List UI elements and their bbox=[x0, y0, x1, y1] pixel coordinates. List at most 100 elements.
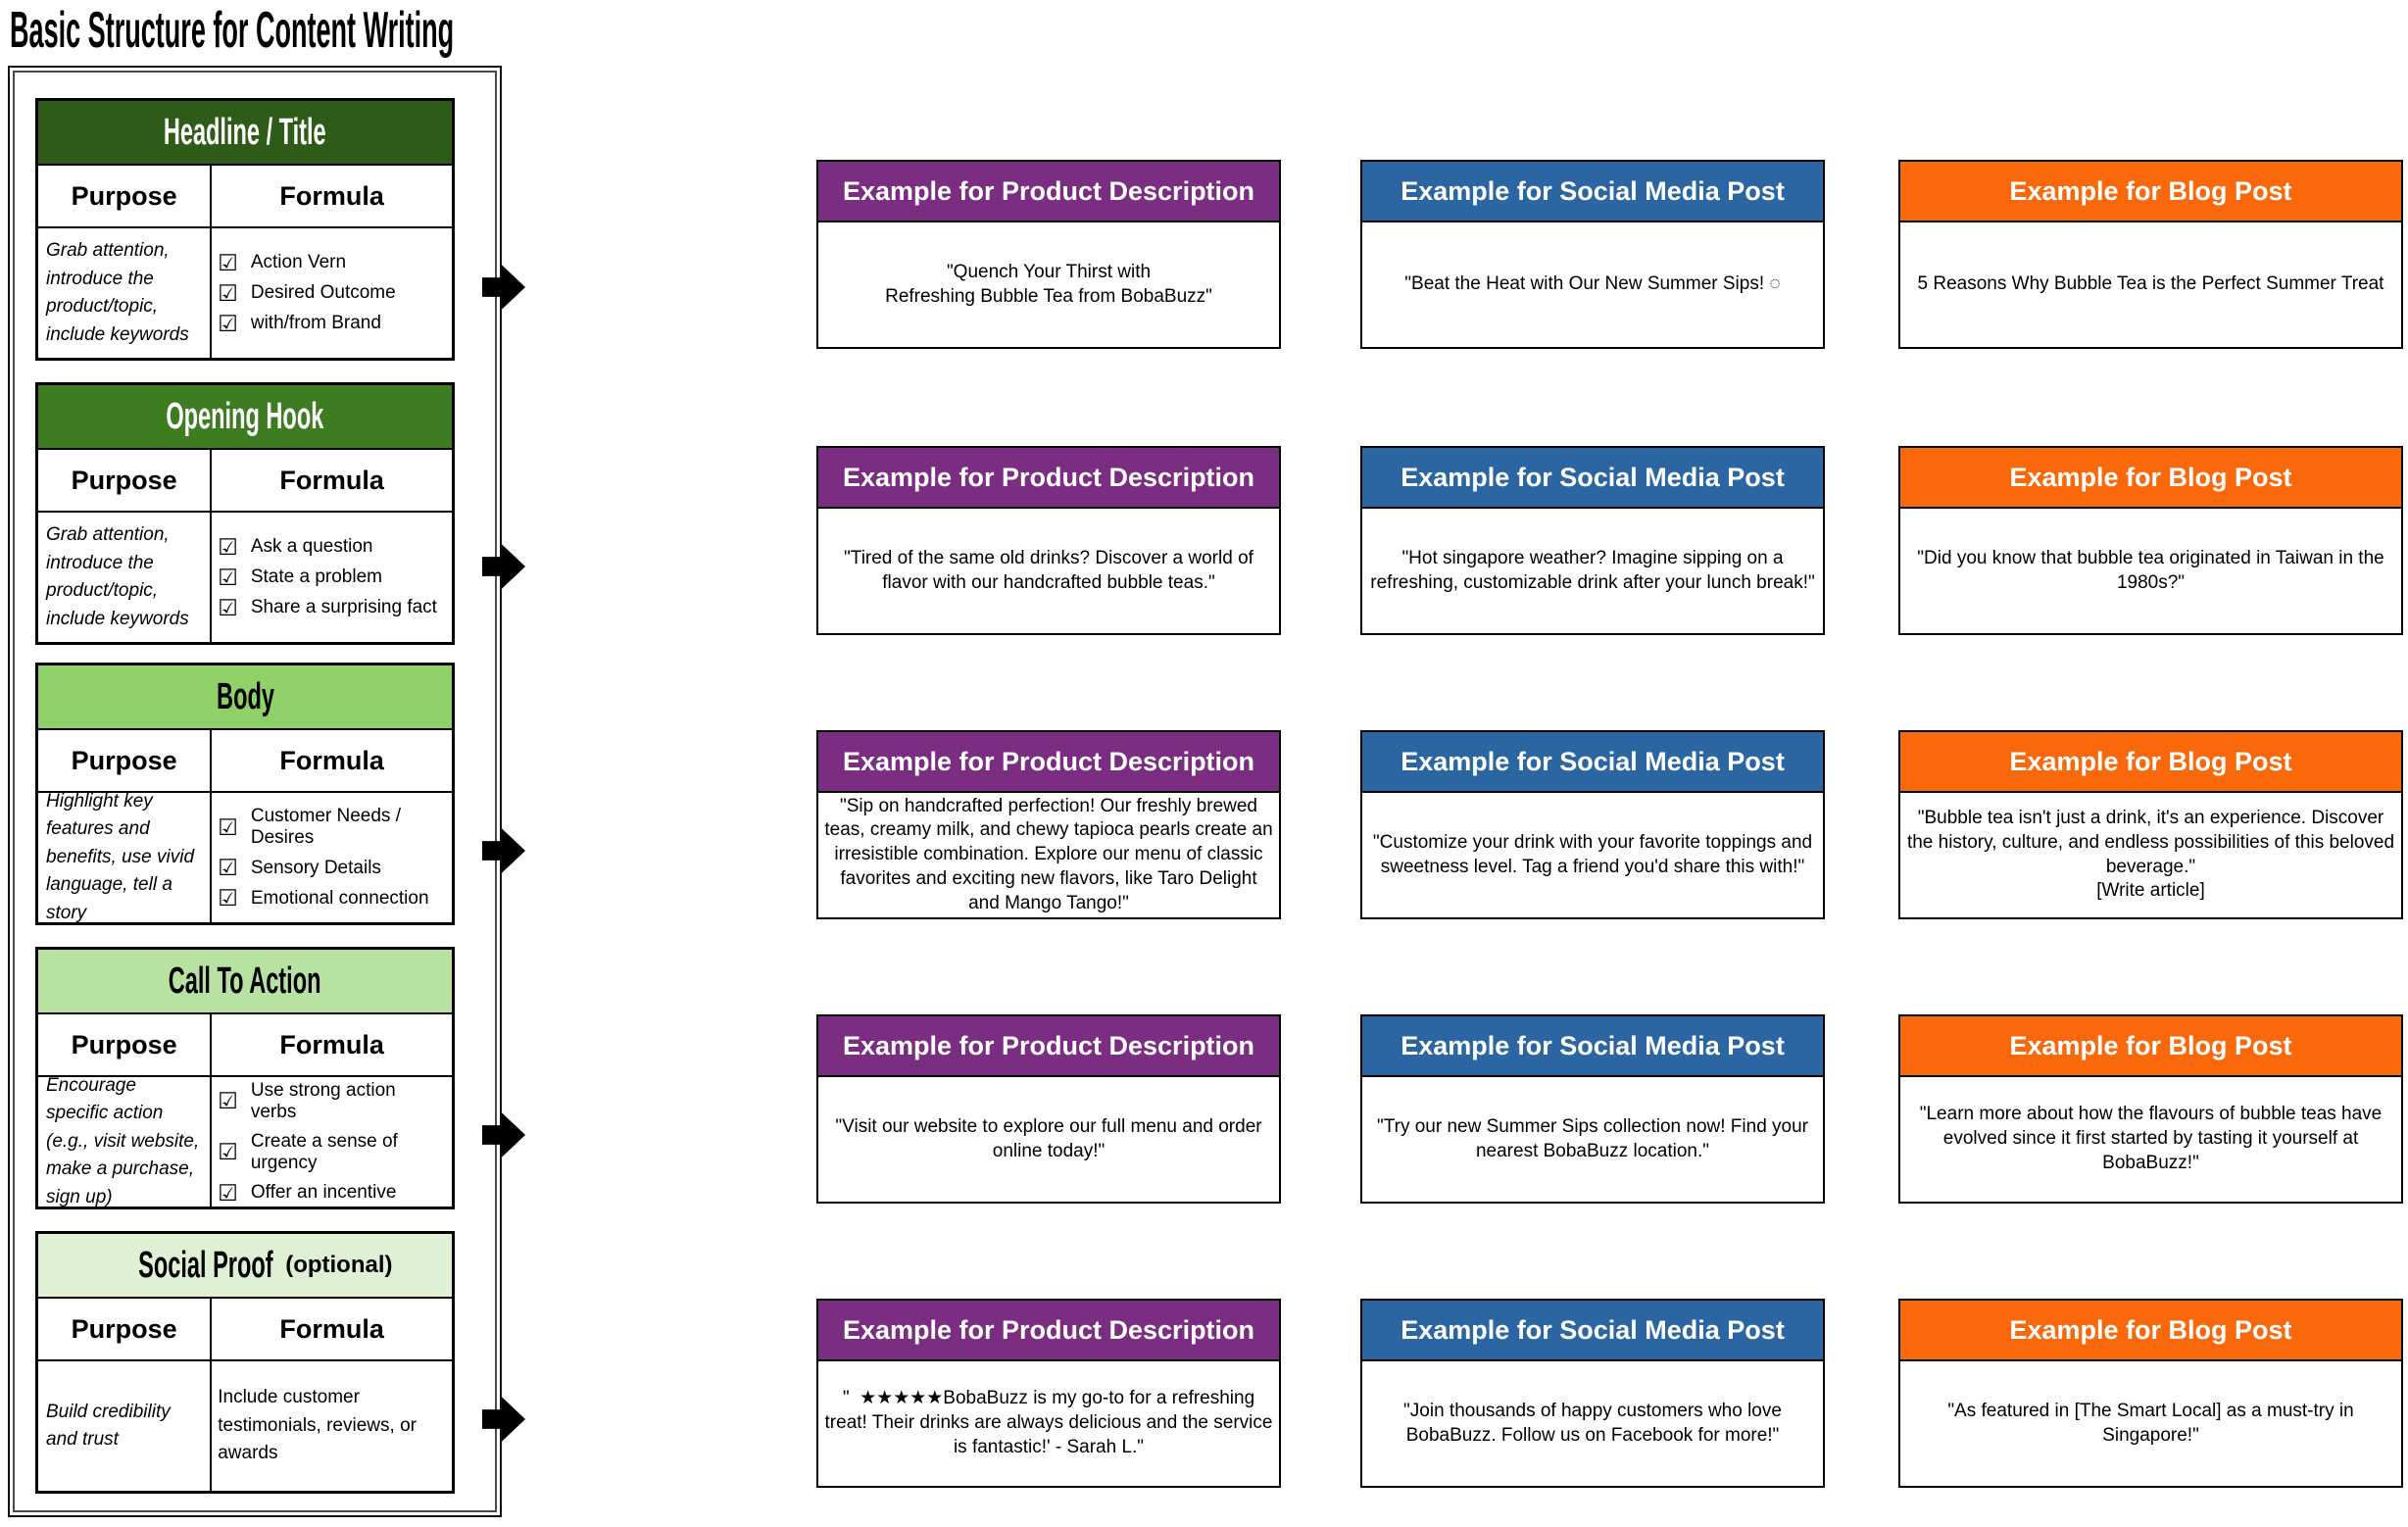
example-card-header: Example for Social Media Post bbox=[1360, 730, 1825, 793]
column-header-row: Purpose Formula bbox=[38, 1014, 452, 1077]
formula-item: ☑ Emotional connection bbox=[218, 887, 444, 910]
section-header: Call To Action bbox=[38, 950, 452, 1014]
formula-list: ☑ Use strong action verbs ☑ Create a sense… bbox=[212, 1077, 452, 1207]
example-card-body: "Learn more about how the flavours of bu… bbox=[1898, 1077, 2403, 1204]
section-header: Social Proof (optional) bbox=[38, 1234, 452, 1299]
example-card-body: "Join thousands of happy customers who l… bbox=[1360, 1361, 1825, 1488]
checkbox-icon: ☑ bbox=[218, 249, 238, 275]
checkbox-icon: ☑ bbox=[218, 1139, 238, 1164]
example-card-social-headline: Example for Social Media Post "Beat the … bbox=[1360, 160, 1825, 349]
example-card-header: Example for Product Description bbox=[816, 446, 1281, 509]
table-content-row: Build credibility and trust Include cust… bbox=[38, 1361, 452, 1491]
formula-item: ☑with/from Brand bbox=[218, 310, 444, 336]
example-card-header: Example for Product Description bbox=[816, 160, 1281, 222]
checkbox-icon: ☑ bbox=[218, 533, 238, 560]
example-card-header: Example for Social Media Post bbox=[1360, 1014, 1825, 1077]
purpose-text: Grab attention, introduce the product/to… bbox=[38, 513, 213, 642]
example-card-body: 5 Reasons Why Bubble Tea is the Perfect … bbox=[1898, 222, 2403, 349]
example-card-product-body: Example for Product Description "Sip on … bbox=[816, 730, 1281, 919]
formula-item-label: Sensory Details bbox=[250, 857, 381, 878]
formula-item: ☑ State a problem bbox=[218, 566, 444, 589]
example-card-body: "Quench Your Thirst with Refreshing Bubb… bbox=[816, 222, 1281, 349]
checkbox-icon: ☑ bbox=[218, 885, 238, 911]
checkbox-icon: ☑ bbox=[218, 1088, 238, 1113]
example-card-social-call-to-action: Example for Social Media Post "Try our n… bbox=[1360, 1014, 1825, 1204]
column-header-row: Purpose Formula bbox=[38, 166, 452, 228]
checkbox-icon: ☑ bbox=[218, 594, 238, 620]
page-title: Basic Structure for Content Writing bbox=[10, 0, 864, 61]
section-title: Body bbox=[216, 675, 274, 717]
section-header: Headline / Title bbox=[38, 101, 452, 166]
purpose-column-header: Purpose bbox=[38, 1014, 213, 1075]
formula-column-header: Formula bbox=[279, 180, 384, 211]
section-title: Opening Hook bbox=[166, 395, 324, 437]
example-card-header: Example for Blog Post bbox=[1898, 160, 2403, 222]
formula-text: Include customer testimonials, reviews, … bbox=[218, 1387, 417, 1464]
example-card-header: Example for Blog Post bbox=[1898, 1014, 2403, 1077]
example-card-header: Example for Blog Post bbox=[1898, 730, 2403, 793]
example-card-header: Example for Social Media Post bbox=[1360, 160, 1825, 222]
formula-item-label: Customer Needs / Desires bbox=[250, 806, 401, 848]
formula-item-label: Ask a question bbox=[250, 536, 373, 557]
formula-item: ☑ Use strong action verbs bbox=[218, 1080, 444, 1123]
section-title: Social Proof bbox=[138, 1244, 274, 1286]
checkbox-icon: ☑ bbox=[218, 279, 238, 306]
formula-column-header: Formula bbox=[279, 745, 384, 775]
example-card-body: " ★★★★★BobaBuzz is my go-to for a refres… bbox=[816, 1361, 1281, 1488]
structure-panel bbox=[8, 66, 502, 1517]
purpose-text: Build credibility and trust bbox=[38, 1361, 213, 1491]
example-card-product-social-proof: Example for Product Description " ★★★★★B… bbox=[816, 1299, 1281, 1488]
formula-item-label: Create a sense of urgency bbox=[250, 1130, 398, 1173]
formula-item-label: State a problem bbox=[250, 566, 382, 587]
example-card-blog-opening-hook: Example for Blog Post "Did you know that… bbox=[1898, 446, 2403, 635]
section-header: Opening Hook bbox=[38, 385, 452, 450]
formula-item: ☑ Sensory Details bbox=[218, 857, 444, 879]
section-table-opening-hook: Opening Hook Purpose Formula Grab attent… bbox=[35, 382, 455, 645]
formula-list: ☑Action Vern ☑Desired Outcome ☑with/from… bbox=[212, 228, 452, 358]
formula-column-header: Formula bbox=[279, 465, 384, 495]
purpose-text: Highlight key features and benefits, use… bbox=[38, 793, 213, 922]
section-table-body: Body Purpose Formula Highlight key featu… bbox=[35, 663, 455, 925]
table-content-row: Grab attention, introduce the product/to… bbox=[38, 228, 452, 358]
example-card-body: "Customize your drink with your favorite… bbox=[1360, 793, 1825, 919]
formula-list: ☑ Ask a question ☑ State a problem ☑ Share … bbox=[212, 513, 452, 642]
checkbox-icon: ☑ bbox=[218, 813, 238, 840]
example-card-header: Example for Product Description bbox=[816, 1299, 1281, 1361]
purpose-column-header: Purpose bbox=[38, 450, 213, 511]
example-card-body: "Beat the Heat with Our New Summer Sips!… bbox=[1360, 222, 1825, 349]
formula-item-label: Share a surprising fact bbox=[250, 597, 437, 617]
section-title: Headline / Title bbox=[164, 111, 326, 153]
checkbox-icon: ☑ bbox=[218, 855, 238, 880]
example-card-blog-social-proof: Example for Blog Post "As featured in [T… bbox=[1898, 1299, 2403, 1488]
example-card-header: Example for Product Description bbox=[816, 1014, 1281, 1077]
section-table-call-to-action: Call To Action Purpose Formula Encourage… bbox=[35, 947, 455, 1209]
section-header: Body bbox=[38, 665, 452, 730]
formula-item: ☑ Create a sense of urgency bbox=[218, 1131, 444, 1174]
example-card-blog-call-to-action: Example for Blog Post "Learn more about … bbox=[1898, 1014, 2403, 1204]
formula-item-label: Emotional connection bbox=[250, 887, 429, 909]
formula-item-label: Use strong action verbs bbox=[250, 1079, 396, 1122]
example-card-social-social-proof: Example for Social Media Post "Join thou… bbox=[1360, 1299, 1825, 1488]
column-header-row: Purpose Formula bbox=[38, 450, 452, 513]
checkbox-icon: ☑ bbox=[218, 564, 238, 590]
purpose-column-header: Purpose bbox=[38, 166, 213, 226]
formula-item: ☑ Share a surprising fact bbox=[218, 594, 444, 620]
column-header-row: Purpose Formula bbox=[38, 730, 452, 793]
section-table-social-proof: Social Proof (optional) Purpose Formula … bbox=[35, 1231, 455, 1494]
example-card-body: "Sip on handcrafted perfection! Our fres… bbox=[816, 793, 1281, 919]
purpose-column-header: Purpose bbox=[38, 730, 213, 791]
purpose-text: Grab attention, introduce the product/to… bbox=[38, 228, 213, 358]
formula-item: ☑Desired Outcome bbox=[218, 279, 444, 306]
formula-column-header: Formula bbox=[279, 1313, 384, 1344]
checkbox-icon: ☑ bbox=[218, 1179, 238, 1206]
example-card-product-call-to-action: Example for Product Description "Visit o… bbox=[816, 1014, 1281, 1204]
formula-column-header: Formula bbox=[279, 1029, 384, 1059]
example-card-body: "Bubble tea isn't just a drink, it's an … bbox=[1898, 793, 2403, 919]
table-content-row: Encourage specific action (e.g., visit w… bbox=[38, 1077, 452, 1207]
example-card-header: Example for Blog Post bbox=[1898, 446, 2403, 509]
formula-item: ☑Action Vern bbox=[218, 249, 444, 275]
formula-list: ☑ Customer Needs / Desires ☑ Sensory Detai… bbox=[212, 793, 452, 922]
checkbox-icon: ☑ bbox=[218, 310, 238, 336]
example-card-blog-headline: Example for Blog Post 5 Reasons Why Bubb… bbox=[1898, 160, 2403, 349]
formula-item-label: Offer an incentive bbox=[250, 1182, 397, 1203]
